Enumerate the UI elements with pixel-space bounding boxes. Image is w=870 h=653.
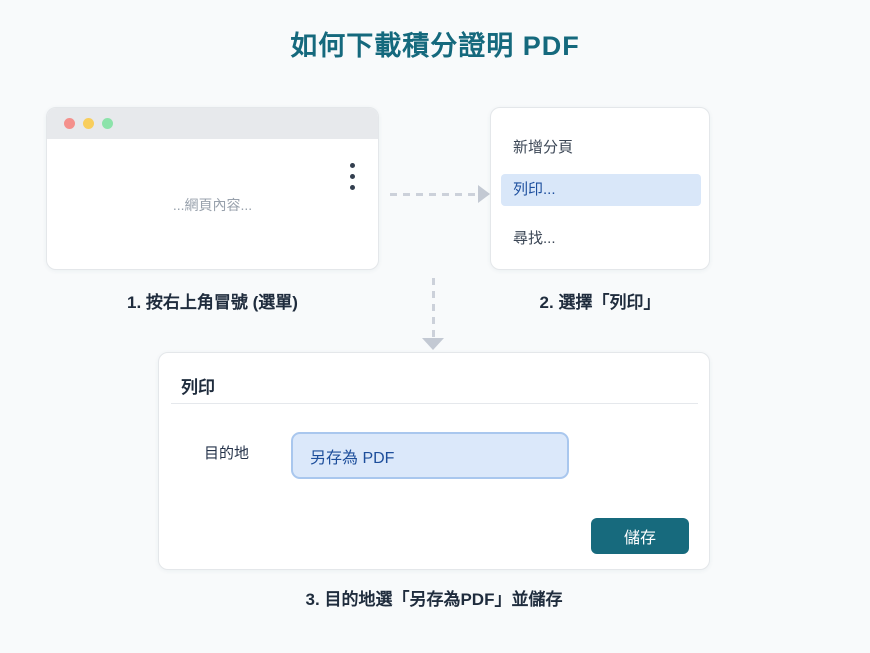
arrow-step2-to-step3	[422, 278, 445, 350]
traffic-light-green-icon	[102, 118, 113, 129]
menu-item-print[interactable]: 列印...	[501, 174, 701, 206]
browser-window: ...網頁內容...	[46, 107, 379, 270]
dialog-divider	[171, 403, 698, 404]
save-button[interactable]: 儲存	[591, 518, 689, 554]
kebab-menu-icon[interactable]	[346, 159, 359, 194]
menu-item-find[interactable]: 尋找...	[513, 230, 556, 247]
arrow-dashed-line	[390, 193, 478, 196]
arrow-right-head-icon	[478, 185, 490, 203]
menu-item-new-tab[interactable]: 新增分頁	[513, 139, 574, 156]
browser-menu: 新增分頁 列印... 尋找...	[490, 107, 710, 270]
traffic-light-red-icon	[64, 118, 75, 129]
caption-step2: 2. 選擇「列印」	[539, 293, 661, 312]
arrow-step1-to-step2	[390, 185, 490, 203]
caption-step1: 1. 按右上角冒號 (選單)	[127, 293, 298, 312]
print-dialog-title: 列印	[181, 378, 215, 397]
browser-titlebar	[47, 108, 378, 139]
arrow-down-head-icon	[422, 338, 444, 350]
arrow-dashed-line	[432, 278, 435, 338]
caption-step3: 3. 目的地選「另存為PDF」並儲存	[305, 590, 563, 609]
destination-select[interactable]: 另存為 PDF	[291, 432, 569, 479]
traffic-light-yellow-icon	[83, 118, 94, 129]
web-content-placeholder: ...網頁內容...	[172, 197, 253, 213]
page-title: 如何下載積分證明 PDF	[290, 31, 580, 61]
destination-label: 目的地	[204, 445, 250, 462]
browser-body: ...網頁內容...	[47, 139, 378, 271]
print-dialog: 列印 目的地 另存為 PDF 儲存	[158, 352, 710, 570]
